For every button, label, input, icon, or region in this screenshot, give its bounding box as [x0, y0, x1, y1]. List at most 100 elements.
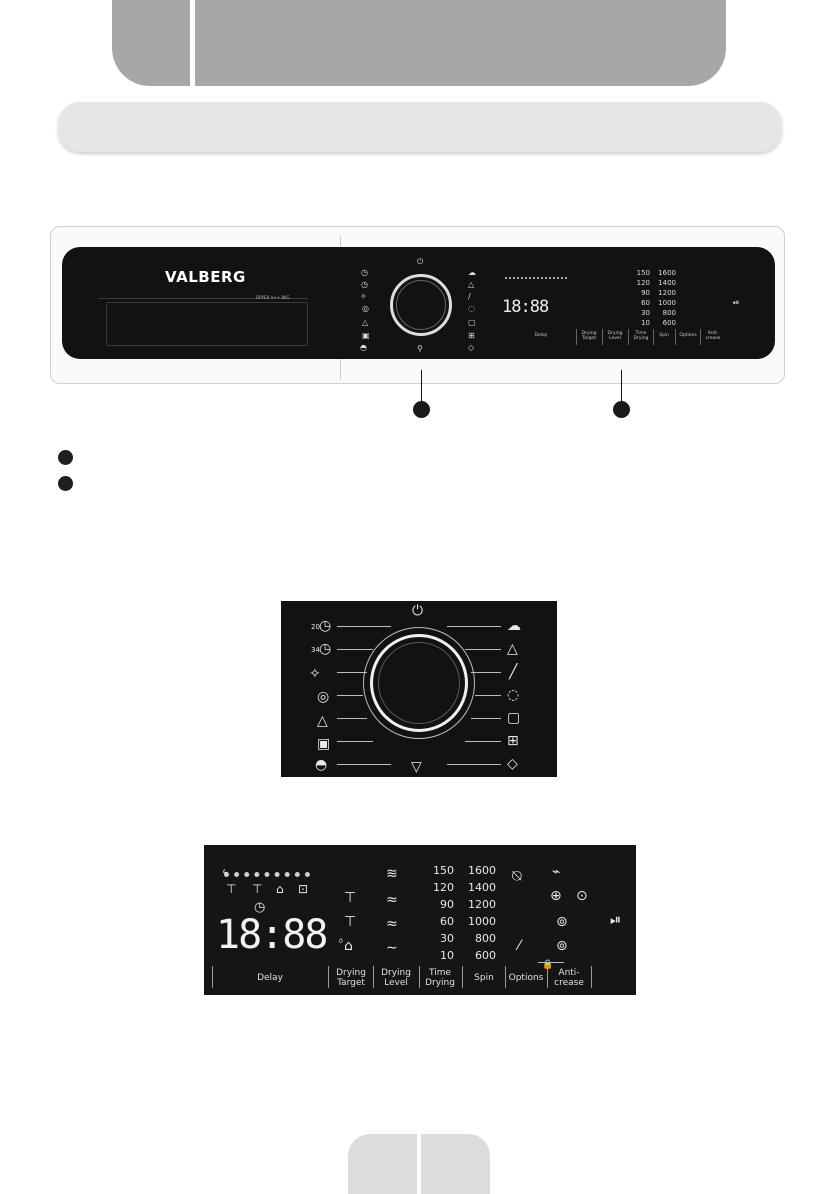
temperature-degree: 0 [339, 938, 343, 945]
intensive-icon: ⊕ [550, 888, 562, 904]
callout-marker-1 [413, 401, 430, 418]
shoes-icon: ◓ [360, 343, 367, 352]
mini-drying-value: 30 [641, 309, 650, 317]
drying-level-1-icon: ≋ [386, 866, 398, 882]
mini-separator [653, 329, 654, 345]
dial-tick-line [337, 672, 367, 673]
drying-time-value: 90 [440, 898, 454, 911]
power-icon: ⏻ [412, 603, 424, 619]
baby-icon: ⊞ [468, 331, 475, 340]
program-dial-small [390, 274, 452, 336]
bedding-icon: ▢ [468, 318, 476, 327]
callout-line-1 [421, 370, 422, 402]
mini-separator [675, 329, 676, 345]
drying-time-value: 10 [440, 949, 454, 962]
dial-tick-line [465, 649, 501, 650]
wool-icon: ☁ [507, 618, 521, 634]
dial-tick-line [471, 672, 501, 673]
jacket-icon: △ [362, 318, 369, 327]
rinse-icon: ⊚ [556, 914, 568, 930]
pre-wash-icon: ⌁ [552, 864, 561, 880]
progress-bar [224, 872, 310, 882]
legend-marker-2 [58, 476, 73, 491]
header-tab [112, 0, 726, 86]
dial-tick-line [465, 741, 501, 742]
footer-separator [417, 1134, 421, 1194]
mini-separator [628, 329, 629, 345]
start-pause-icon: ⏯ [610, 912, 622, 928]
brand-logo: VALBERG [165, 268, 246, 286]
mini-spin-value: 1200 [658, 289, 676, 297]
mini-label-drying-target: Drying Target [581, 331, 597, 341]
mini-separator [576, 329, 577, 345]
mini-label-spin: Spin [659, 333, 669, 338]
mini-spin-value: 800 [662, 309, 676, 317]
lightning-icon: ϟ [222, 869, 228, 879]
label-separator [547, 966, 548, 988]
label-spin: Spin [474, 973, 494, 983]
shirt-icon: ⚲ [417, 344, 423, 353]
drying-level-3-icon: ≈ [386, 916, 398, 932]
mini-label-delay: Delay [534, 333, 548, 338]
shirts-icon: ▣ [317, 736, 331, 752]
iron-icon: ⌂ [344, 938, 353, 954]
mute-icon: ⍉ [512, 866, 522, 885]
label-anti-crease: Anti- crease [554, 968, 584, 988]
dial-tick-line [471, 718, 501, 719]
power-icon: ⏻ [417, 257, 424, 266]
label-separator [212, 966, 213, 988]
mini-spin-column: 1600 1400 1200 1000 800 600 [654, 268, 676, 328]
shirt-icon: ▽ [411, 759, 422, 775]
mini-spin-value: 1600 [658, 269, 676, 277]
dial-tick-line [337, 741, 373, 742]
mini-label-time-drying: Time Drying [633, 331, 649, 341]
mini-drying-value: 120 [636, 279, 650, 287]
eco-leaf-icon: ⁄ [518, 938, 521, 954]
drying-time-value: 60 [440, 915, 454, 928]
label-separator [591, 966, 592, 988]
drying-time-value: 150 [433, 864, 454, 877]
mini-drying-value: 60 [641, 299, 650, 307]
mini-drying-value: 10 [641, 319, 650, 327]
wool-icon: ☁ [468, 268, 476, 277]
eco-icon: ╱ [509, 664, 518, 680]
drying-time-value: 120 [433, 881, 454, 894]
label-options: Options [508, 973, 544, 983]
drying-time-column: 150 120 90 60 30 10 [422, 862, 454, 964]
dial-tick-line [447, 626, 501, 627]
sport-icon: ◇ [507, 756, 518, 772]
dial-tick-line [337, 718, 367, 719]
timer-34-icon: ◷ [361, 280, 368, 289]
mini-drying-column: 150 120 90 60 30 10 [632, 268, 650, 328]
time-display: 18:88 [216, 912, 328, 958]
shirts-icon: ▣ [362, 331, 370, 340]
label-drying-level: Drying Level [381, 968, 411, 988]
mini-label-options: Options [679, 333, 697, 338]
water-drawer [106, 302, 308, 346]
mix-icon: ✧ [309, 666, 321, 682]
child-lock-icon: 🔒 [542, 960, 554, 970]
callout-marker-2 [613, 401, 630, 418]
shoes-icon: ◓ [315, 757, 328, 773]
label-separator [328, 966, 329, 988]
dial-tick-line [475, 695, 501, 696]
mini-progress-bar [505, 277, 567, 281]
stage-icon-4: ⊡ [298, 882, 309, 896]
jacket-icon: △ [317, 713, 328, 729]
synthetic-icon: ◌ [507, 687, 520, 703]
mini-spin-value: 1400 [658, 279, 676, 287]
stage-icon-3: ⌂ [276, 882, 284, 896]
sport-icon: ◇ [468, 343, 475, 352]
mini-start-pause-icon: ⏯ [733, 298, 740, 307]
synthetic-icon: ◌ [468, 304, 475, 313]
timer-34-icon: ◷ [319, 641, 332, 657]
mini-separator [700, 329, 701, 345]
label-separator [462, 966, 463, 988]
drawer-edge [98, 298, 308, 299]
label-separator [505, 966, 506, 988]
dial-tick-line [337, 649, 373, 650]
callout-line-2 [621, 370, 622, 402]
spin-speed-value: 600 [475, 949, 496, 962]
label-separator [373, 966, 374, 988]
program-dial-panel: ⏻ ▽ 20 ◷ 34 ◷ ✧ ◎ △ ▣ ◓ ☁ △ ╱ ◌ ▢ ⊞ ◇ [281, 601, 557, 777]
